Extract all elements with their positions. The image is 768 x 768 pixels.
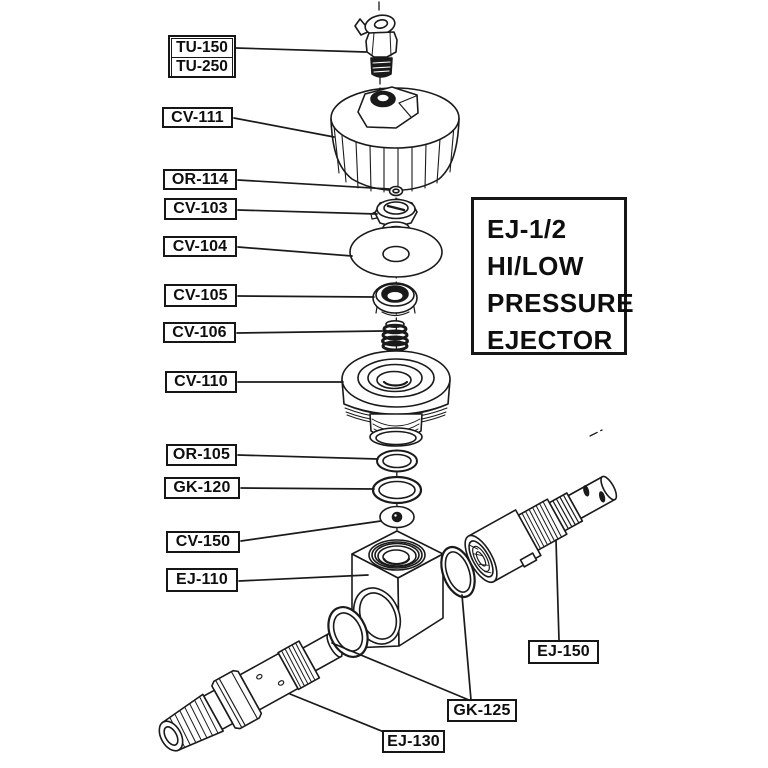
title-line-model: EJ-1/2 (487, 214, 567, 244)
title-line-ejector: EJECTOR (487, 325, 613, 355)
label-cv-104: CV-104 (163, 236, 237, 257)
part-cv105-seal (372, 282, 418, 317)
part-cv111-cap (330, 86, 460, 193)
label-ej-150: EJ-150 (528, 640, 599, 664)
part-cv106-spring (381, 319, 409, 352)
title-block: EJ-1/2 HI/LOW PRESSURE EJECTOR (471, 197, 635, 355)
part-gk120-gasket (371, 475, 423, 505)
label-or-114: OR-114 (163, 169, 237, 190)
label-gk-120: GK-120 (164, 477, 240, 499)
title-line-hilow: HI/LOW (487, 251, 584, 281)
label-tu-250: TU-250 (171, 56, 233, 77)
part-gk125-oring-left (327, 606, 369, 658)
part-tu-valve (354, 14, 398, 78)
label-tu-150-250: TU-150 TU-250 (168, 35, 236, 78)
part-cv104-disc (349, 226, 443, 278)
label-cv-103: CV-103 (164, 198, 237, 220)
label-cv-110: CV-110 (165, 371, 237, 393)
title-line-pressure: PRESSURE (487, 288, 635, 318)
label-cv-111: CV-111 (162, 107, 233, 128)
label-ej-110: EJ-110 (166, 568, 238, 592)
label-cv-105: CV-105 (164, 284, 237, 307)
label-cv-106: CV-106 (163, 322, 236, 343)
part-cv150-disc (379, 505, 415, 529)
label-ej-130: EJ-130 (382, 730, 445, 753)
leader-lines (233, 47, 560, 733)
part-ej150-nozzle (464, 475, 618, 584)
part-or114-oring (388, 185, 404, 197)
part-or105-oring (376, 449, 418, 473)
label-tu-150: TU-150 (171, 38, 233, 58)
label-gk-125: GK-125 (447, 699, 517, 722)
part-cv110-body (341, 350, 451, 447)
part-ej130-fitting (158, 632, 343, 752)
label-cv-150: CV-150 (166, 531, 240, 553)
label-or-105: OR-105 (166, 444, 237, 466)
part-ej110-cube (351, 530, 444, 649)
